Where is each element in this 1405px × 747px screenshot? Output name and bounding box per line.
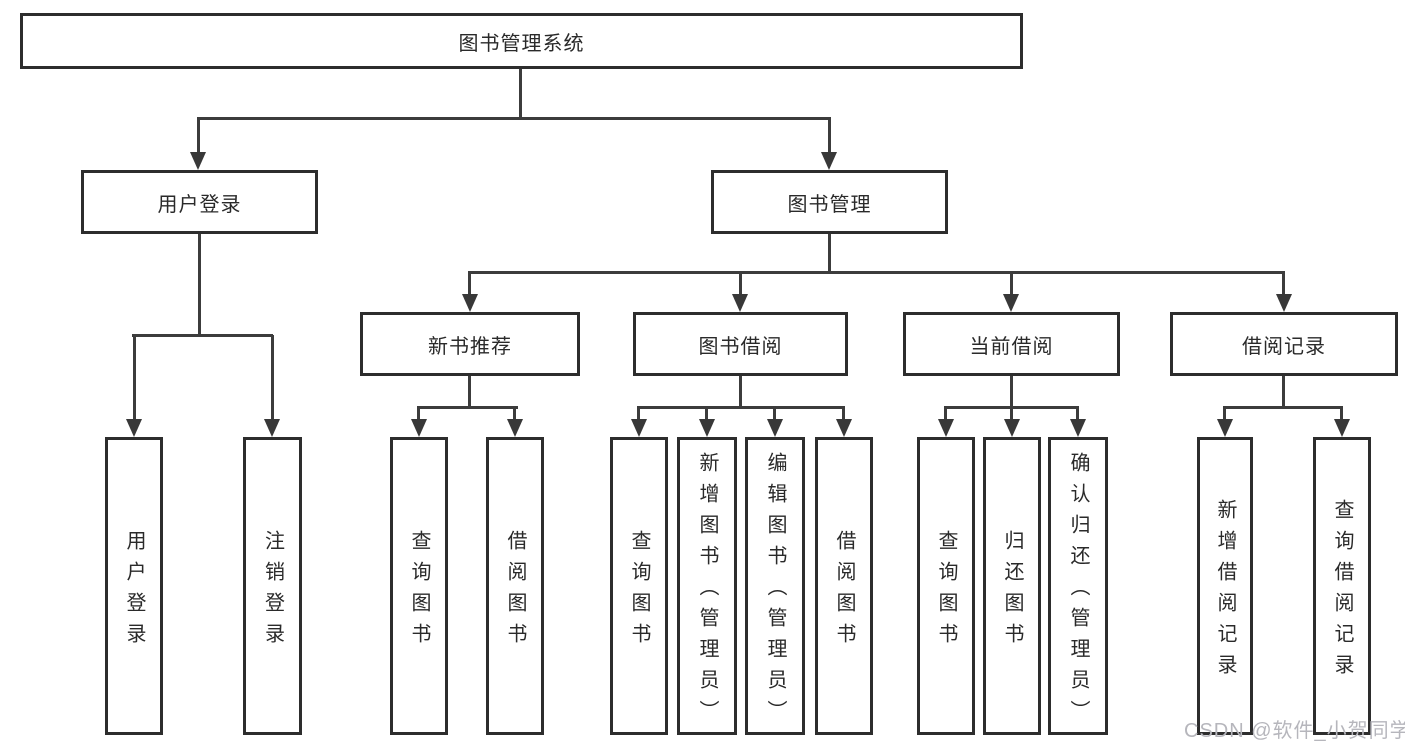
arrowhead-down-icon bbox=[411, 419, 427, 437]
connector-line bbox=[828, 234, 831, 272]
connector-line bbox=[739, 272, 742, 296]
connector-line bbox=[828, 118, 831, 155]
leaf-edit-book-admin: 编辑图书（管理员） bbox=[745, 437, 805, 735]
connector-line bbox=[197, 118, 200, 155]
node-new-book-recommend: 新书推荐 bbox=[360, 312, 580, 376]
arrowhead-down-icon bbox=[190, 152, 206, 170]
connector-line bbox=[637, 407, 640, 421]
node-book-borrow: 图书借阅 bbox=[633, 312, 848, 376]
arrowhead-down-icon bbox=[631, 419, 647, 437]
connector-line bbox=[519, 69, 522, 118]
leaf-query-book-2: 查询图书 bbox=[610, 437, 668, 735]
leaf-query-book-1: 查询图书 bbox=[390, 437, 448, 735]
arrowhead-down-icon bbox=[1217, 419, 1233, 437]
connector-line bbox=[468, 271, 1285, 274]
node-library-system: 图书管理系统 bbox=[20, 13, 1023, 69]
leaf-borrow-book-1-label: 借阅图书 bbox=[504, 529, 526, 654]
arrowhead-down-icon bbox=[732, 294, 748, 312]
leaf-add-book-admin-label: 新增图书（管理员） bbox=[696, 452, 718, 731]
connector-line bbox=[271, 335, 274, 421]
connector-line bbox=[417, 407, 420, 421]
leaf-borrow-book-2: 借阅图书 bbox=[815, 437, 873, 735]
connector-line bbox=[1010, 407, 1013, 421]
arrowhead-down-icon bbox=[1070, 419, 1086, 437]
connector-line bbox=[705, 407, 708, 421]
csdn-watermark: CSDN @软件_小贺同学 bbox=[1184, 720, 1405, 742]
node-user-login: 用户登录 bbox=[81, 170, 318, 234]
leaf-add-borrow-record: 新增借阅记录 bbox=[1197, 437, 1253, 735]
arrowhead-down-icon bbox=[462, 294, 478, 312]
leaf-query-borrow-record: 查询借阅记录 bbox=[1313, 437, 1371, 735]
leaf-confirm-return-admin: 确认归还（管理员） bbox=[1048, 437, 1108, 735]
node-current-borrow: 当前借阅 bbox=[903, 312, 1120, 376]
leaf-query-book-3: 查询图书 bbox=[917, 437, 975, 735]
leaf-query-borrow-record-label: 查询借阅记录 bbox=[1331, 498, 1353, 685]
leaf-logout-label: 注销登录 bbox=[261, 529, 284, 654]
connector-line bbox=[468, 376, 471, 407]
leaf-confirm-return-admin-label: 确认归还（管理员） bbox=[1067, 452, 1089, 731]
connector-line bbox=[198, 234, 201, 335]
leaf-logout: 注销登录 bbox=[243, 437, 302, 735]
node-user-login-label: 用户登录 bbox=[157, 193, 242, 216]
arrowhead-down-icon bbox=[1003, 294, 1019, 312]
leaf-add-book-admin: 新增图书（管理员） bbox=[677, 437, 737, 735]
connector-line bbox=[1010, 272, 1013, 296]
connector-line bbox=[1223, 406, 1343, 409]
arrowhead-down-icon bbox=[836, 419, 852, 437]
leaf-borrow-book-2-label: 借阅图书 bbox=[833, 529, 855, 654]
node-borrow-records-label: 借阅记录 bbox=[1242, 335, 1326, 358]
connector-line bbox=[1282, 272, 1285, 296]
leaf-borrow-book-1: 借阅图书 bbox=[486, 437, 544, 735]
connector-line bbox=[944, 407, 947, 421]
connector-line bbox=[132, 334, 273, 337]
node-borrow-records: 借阅记录 bbox=[1170, 312, 1398, 376]
connector-line bbox=[637, 406, 845, 409]
leaf-return-book-label: 归还图书 bbox=[1001, 529, 1023, 654]
arrowhead-down-icon bbox=[699, 419, 715, 437]
connector-line bbox=[773, 407, 776, 421]
arrowhead-down-icon bbox=[507, 419, 523, 437]
connector-line bbox=[197, 117, 831, 120]
leaf-user-login: 用户登录 bbox=[105, 437, 163, 735]
arrowhead-down-icon bbox=[264, 419, 280, 437]
node-book-management-label: 图书管理 bbox=[787, 193, 872, 216]
connector-line bbox=[1340, 407, 1343, 421]
arrowhead-down-icon bbox=[938, 419, 954, 437]
arrowhead-down-icon bbox=[821, 152, 837, 170]
node-book-management: 图书管理 bbox=[711, 170, 948, 234]
leaf-return-book: 归还图书 bbox=[983, 437, 1041, 735]
connector-line bbox=[133, 335, 136, 421]
node-new-book-recommend-label: 新书推荐 bbox=[428, 335, 512, 358]
arrowhead-down-icon bbox=[1334, 419, 1350, 437]
connector-line bbox=[1076, 407, 1079, 421]
connector-line bbox=[1282, 376, 1285, 407]
leaf-add-borrow-record-label: 新增借阅记录 bbox=[1214, 498, 1236, 685]
node-current-borrow-label: 当前借阅 bbox=[969, 335, 1054, 358]
connector-line bbox=[417, 406, 518, 409]
arrowhead-down-icon bbox=[1004, 419, 1020, 437]
connector-line bbox=[1010, 376, 1013, 407]
connector-line bbox=[739, 376, 742, 407]
connector-line bbox=[1223, 407, 1226, 421]
arrowhead-down-icon bbox=[126, 419, 142, 437]
connector-line bbox=[842, 407, 845, 421]
arrowhead-down-icon bbox=[767, 419, 783, 437]
node-book-borrow-label: 图书借阅 bbox=[698, 335, 783, 358]
connector-line bbox=[468, 272, 471, 296]
leaf-user-login-label: 用户登录 bbox=[123, 529, 145, 654]
arrowhead-down-icon bbox=[1276, 294, 1292, 312]
leaf-query-book-3-label: 查询图书 bbox=[935, 529, 957, 654]
leaf-edit-book-admin-label: 编辑图书（管理员） bbox=[764, 452, 786, 731]
node-library-system-label: 图书管理系统 bbox=[458, 32, 585, 55]
leaf-query-book-2-label: 查询图书 bbox=[628, 529, 650, 654]
leaf-query-book-1-label: 查询图书 bbox=[408, 529, 430, 654]
connector-line bbox=[513, 407, 516, 421]
